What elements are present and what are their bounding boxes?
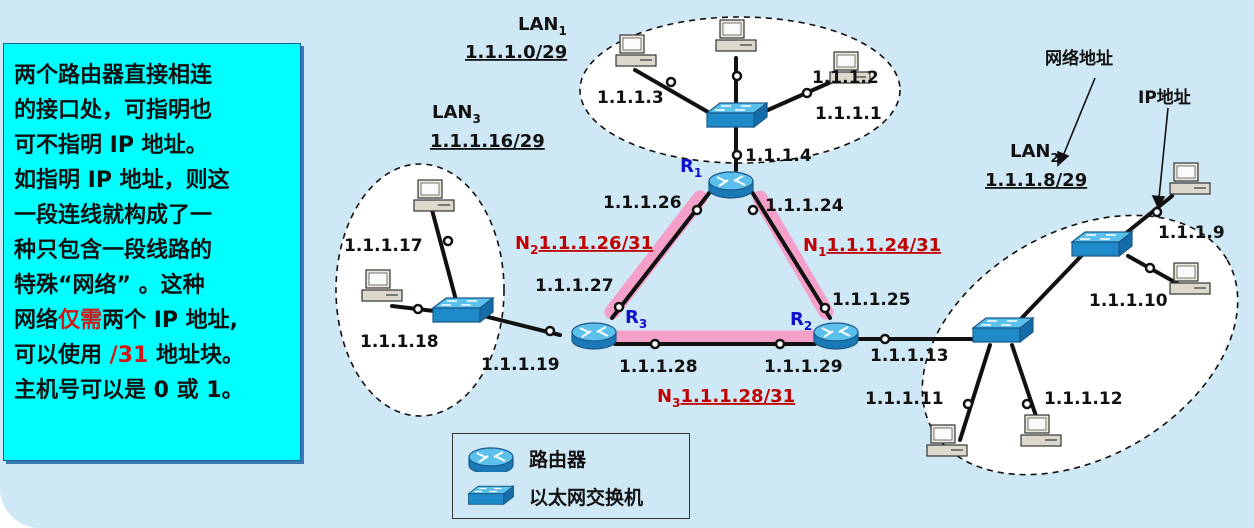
annotation-arrows <box>1057 77 1169 209</box>
note-line: 种只包含一段线路的 <box>14 238 213 263</box>
link-n1-label: N11.1.1.24/31 <box>803 235 941 259</box>
note-line: 如指明 IP 地址，则这 <box>14 168 230 193</box>
router-icon <box>813 322 859 350</box>
note-line: 的接口处，可指明也 <box>14 98 213 123</box>
address-label: 1.1.1.27 <box>535 276 614 296</box>
address-label: 1.1.1.18 <box>360 332 439 352</box>
address-label: 1.1.1.4 <box>745 146 812 166</box>
pc-icon <box>1169 162 1211 195</box>
legend: 路由器 以太网交换机 <box>452 433 690 519</box>
network-address-annotation: 网络地址 <box>1045 48 1113 69</box>
interface-dots <box>412 70 1163 410</box>
note-line: 网络仅需两个 IP 地址, <box>14 308 239 333</box>
address-label: 1.1.1.13 <box>870 346 949 366</box>
note-line: 可以使用 /31 地址块。 <box>14 343 244 368</box>
lan2-label: LAN2 <box>1010 141 1059 165</box>
address-label: 1.1.1.25 <box>832 290 911 310</box>
switch-icon <box>467 485 515 505</box>
lan1-prefix: 1.1.1.0/29 <box>465 42 567 63</box>
lan1-area <box>579 16 901 164</box>
address-label: 1.1.1.12 <box>1044 389 1123 409</box>
lan2-area <box>921 214 1239 476</box>
address-label: 1.1.1.24 <box>765 196 844 216</box>
legend-switch-label: 以太网交换机 <box>529 486 644 509</box>
legend-router: 路由器 <box>467 445 586 472</box>
note-line: 主机号可以是 0 或 1。 <box>14 378 244 403</box>
switch-icon <box>432 297 494 323</box>
address-label: 1.1.1.19 <box>481 355 560 375</box>
address-label: 1.1.1.3 <box>597 88 664 108</box>
address-label: 1.1.1.9 <box>1158 223 1225 243</box>
address-label: 1.1.1.28 <box>619 357 698 377</box>
lan3-label: LAN3 <box>432 102 481 126</box>
note-line: 两个路由器直接相连 <box>14 63 213 88</box>
address-label: 1.1.1.17 <box>344 236 423 256</box>
ip-address-annotation: IP地址 <box>1138 87 1191 108</box>
address-label: 1.1.1.2 <box>812 68 879 88</box>
legend-router-label: 路由器 <box>529 449 587 471</box>
lan3-prefix: 1.1.1.16/29 <box>430 131 545 152</box>
address-label: 1.1.1.11 <box>865 389 944 409</box>
address-label: 1.1.1.10 <box>1089 291 1168 311</box>
link-n2-label: N21.1.1.26/31 <box>515 233 653 257</box>
explanation-note: 两个路由器直接相连 的接口处，可指明也 可不指明 IP 地址。 如指明 IP 地… <box>3 43 301 461</box>
note-line: 可不指明 IP 地址。 <box>14 133 208 158</box>
link-n3-label: N31.1.1.28/31 <box>657 386 795 410</box>
lan2-prefix: 1.1.1.8/29 <box>985 170 1087 191</box>
switch-icon <box>1071 231 1133 257</box>
router-icon <box>468 446 514 472</box>
lan1-label: LAN1 <box>518 14 567 38</box>
router-r1-label: R1 <box>680 156 702 180</box>
legend-switch: 以太网交换机 <box>467 481 643 511</box>
router-r3-label: R3 <box>625 307 647 331</box>
switch-icon <box>706 102 768 128</box>
note-line: 特殊“网络” 。这种 <box>14 273 205 298</box>
address-label: 1.1.1.26 <box>603 193 682 213</box>
address-label: 1.1.1.1 <box>815 104 882 124</box>
router-r2-label: R2 <box>790 309 812 333</box>
router-icon <box>708 171 754 199</box>
lan3-area <box>335 163 505 417</box>
switch-icon <box>972 317 1034 343</box>
router-icon <box>571 322 617 350</box>
address-label: 1.1.1.29 <box>764 357 843 377</box>
note-line: 一段连线就构成了一 <box>14 203 213 228</box>
